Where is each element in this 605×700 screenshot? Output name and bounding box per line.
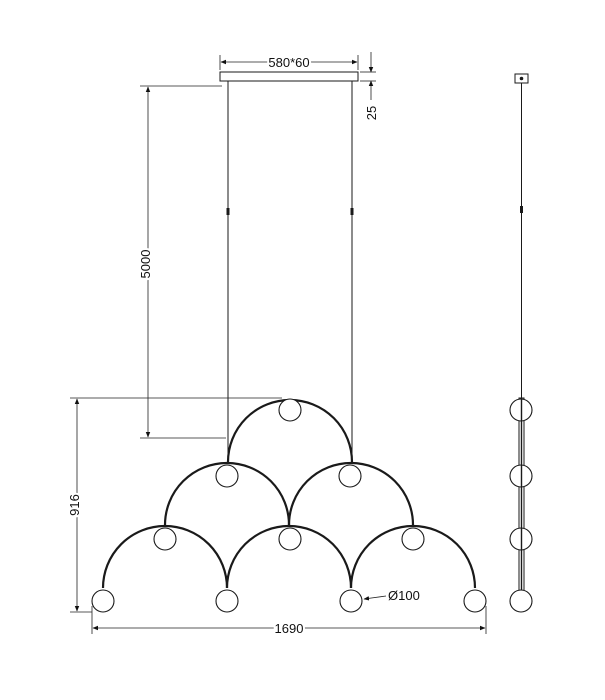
canopy [219, 71, 359, 82]
dimension-width-label: 1690 [275, 621, 304, 636]
globe-7 [91, 589, 115, 613]
cable-adjuster-left [226, 208, 230, 215]
dimension-cable-label: 5000 [138, 250, 153, 279]
arc-bottom-2 [225, 524, 353, 589]
arc-bottom-1 [101, 524, 229, 589]
globe-4 [153, 527, 177, 551]
dimension-height: 916 [65, 397, 282, 613]
dimension-height-label: 916 [67, 494, 82, 516]
globe-2 [215, 464, 239, 488]
globe-9 [339, 589, 363, 613]
globe-10 [463, 589, 487, 613]
arc-middle-left [163, 461, 291, 526]
globe-3 [338, 464, 362, 488]
side-cable-adjuster [520, 206, 523, 213]
globe-5 [278, 527, 302, 551]
dimension-cable: 5000 [136, 85, 226, 439]
dimension-canopy-height-label: 25 [364, 106, 379, 120]
arc-bottom-3 [349, 524, 477, 589]
dimension-globe-label: Ø100 [388, 588, 420, 603]
arc-middle-right [287, 461, 415, 526]
globe-8 [215, 589, 239, 613]
cable-adjuster-right [350, 208, 354, 215]
dimension-canopy-height: 25 [360, 52, 379, 120]
side-globe-4 [509, 589, 533, 613]
side-view [509, 73, 533, 613]
globe-6 [401, 527, 425, 551]
dimension-canopy-label: 580*60 [268, 55, 309, 70]
dimension-globe: Ø100 [363, 588, 420, 603]
dimension-width: 1690 [91, 606, 487, 638]
globe-1 [278, 398, 302, 422]
front-view [91, 71, 487, 613]
dimension-canopy: 580*60 [219, 53, 359, 72]
